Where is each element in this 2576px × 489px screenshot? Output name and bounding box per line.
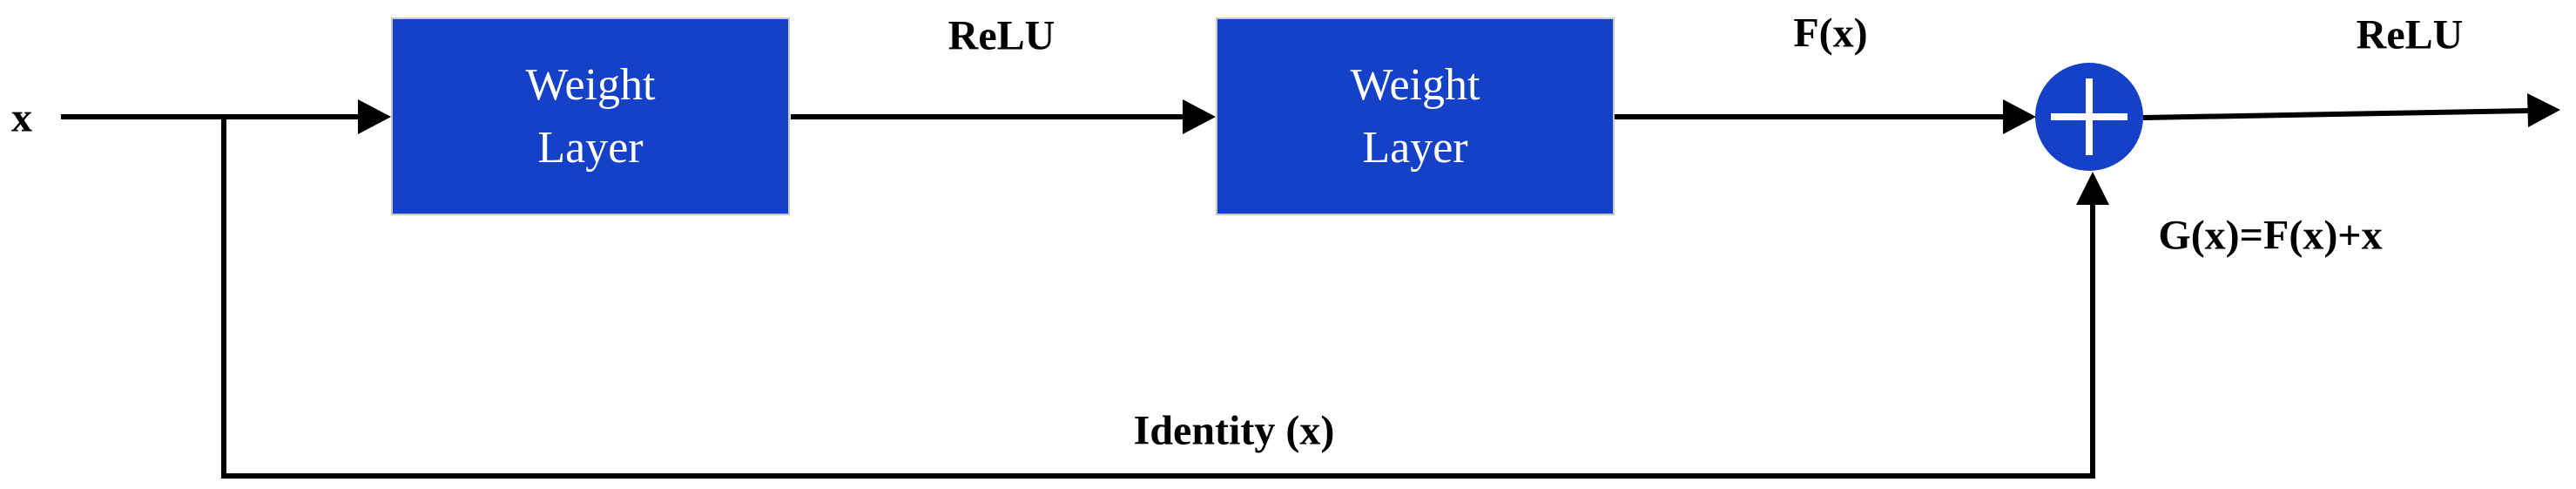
relu-arrowhead-icon bbox=[1183, 99, 1216, 134]
skip-connection-line bbox=[221, 114, 2095, 479]
fx-arrowhead-icon bbox=[2003, 99, 2036, 134]
output-arrow-line bbox=[2142, 108, 2530, 120]
identity-label: Identity (x) bbox=[1133, 407, 1335, 454]
weight-layer-block-2: Weight Layer bbox=[1216, 17, 1615, 215]
relu-output-label: ReLU bbox=[2356, 11, 2464, 58]
fx-label: F(x) bbox=[1793, 10, 1868, 57]
relu-mid-label: ReLU bbox=[947, 12, 1055, 59]
weight-layer-block-1: Weight Layer bbox=[391, 17, 790, 215]
sum-node bbox=[2035, 63, 2143, 171]
skip-arrowhead-icon bbox=[2076, 172, 2109, 205]
weight-layer-label: Weight Layer bbox=[1350, 59, 1480, 173]
output-arrowhead-icon bbox=[2527, 93, 2560, 127]
input-arrowhead-icon bbox=[358, 99, 391, 134]
g-equation-label: G(x)=F(x)+x bbox=[2158, 212, 2383, 259]
plus-icon bbox=[2051, 78, 2128, 155]
weight-layer-label: Weight Layer bbox=[525, 59, 656, 173]
input-label: x bbox=[11, 94, 32, 141]
